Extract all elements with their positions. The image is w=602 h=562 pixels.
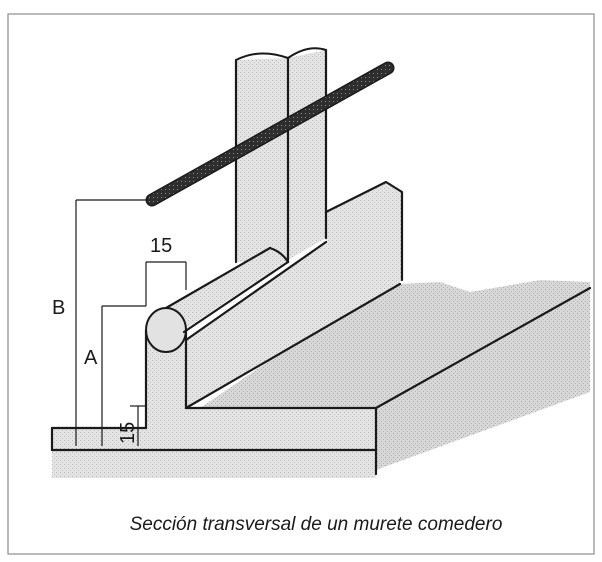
floor-slab-lower — [52, 470, 376, 478]
ground-terrain — [200, 280, 590, 408]
post-left-face — [236, 58, 288, 262]
ground-slope-right — [376, 288, 590, 470]
dimension-lines — [75, 199, 187, 446]
post-right-face — [288, 50, 326, 260]
figure-frame — [7, 13, 595, 555]
dimension-label-b: B — [52, 297, 65, 319]
floor-slab-front — [52, 450, 376, 470]
dimension-label-a: A — [84, 347, 98, 369]
back-wall — [326, 182, 402, 320]
feeder-wall-front-face — [52, 330, 376, 450]
dimension-label-15-side: 15 — [117, 422, 139, 444]
feed-rail — [145, 61, 395, 207]
curb-round-end — [145, 307, 187, 353]
outline-lines — [50, 48, 592, 476]
dimension-label-15-top: 15 — [150, 235, 172, 257]
curb-top-cylinder — [166, 248, 288, 330]
curb-body — [146, 330, 186, 428]
figure-caption: Sección transversal de un murete comeder… — [130, 514, 503, 535]
